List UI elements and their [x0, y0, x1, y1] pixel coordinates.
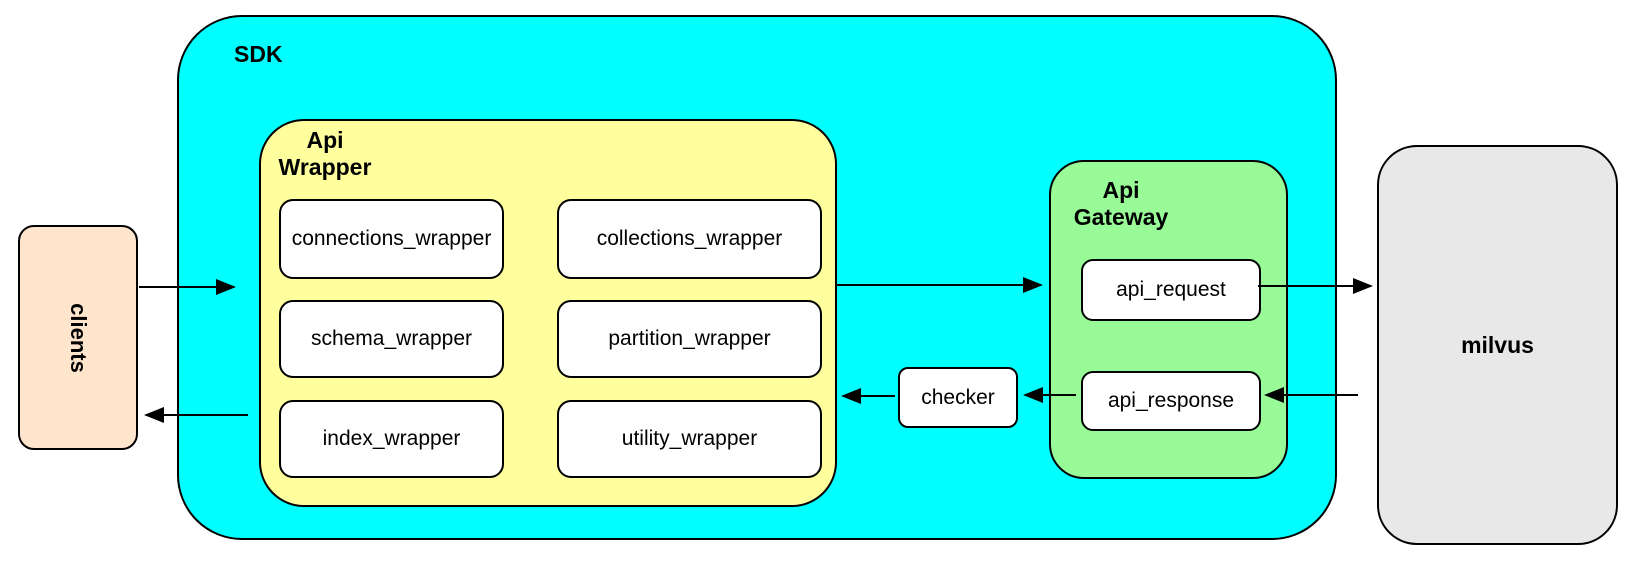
api-gateway-title-line1: Api — [1102, 177, 1140, 203]
api-wrapper-title-line2: Wrapper — [278, 154, 372, 181]
box-utility-wrapper: utility_wrapper — [557, 400, 822, 478]
box-api-response: api_response — [1081, 371, 1261, 431]
box-connections-wrapper: connections_wrapper — [279, 199, 504, 279]
api-gateway-title-line2: Gateway — [1073, 204, 1169, 231]
milvus-label: milvus — [1461, 331, 1534, 358]
api-gateway-title: Api Gateway — [1071, 177, 1171, 231]
box-partition-wrapper: partition_wrapper — [557, 300, 822, 378]
box-collections-wrapper: collections_wrapper — [557, 199, 822, 279]
box-checker: checker — [898, 367, 1018, 428]
sdk-container: SDK Api Wrapper connections_wrapper coll… — [177, 15, 1337, 540]
sdk-label: SDK — [234, 41, 283, 67]
api-wrapper-title-line1: Api — [306, 127, 344, 153]
milvus-box: milvus — [1377, 145, 1618, 545]
api-wrapper-title: Api Wrapper — [269, 127, 381, 181]
box-schema-wrapper: schema_wrapper — [279, 300, 504, 378]
box-index-wrapper: index_wrapper — [279, 400, 504, 478]
api-wrapper-container: Api Wrapper connections_wrapper collecti… — [259, 119, 837, 507]
api-gateway-container: Api Gateway api_request api_response — [1049, 160, 1288, 479]
box-api-request: api_request — [1081, 259, 1261, 321]
clients-label: clients — [65, 302, 91, 373]
clients-box: clients — [18, 225, 138, 450]
